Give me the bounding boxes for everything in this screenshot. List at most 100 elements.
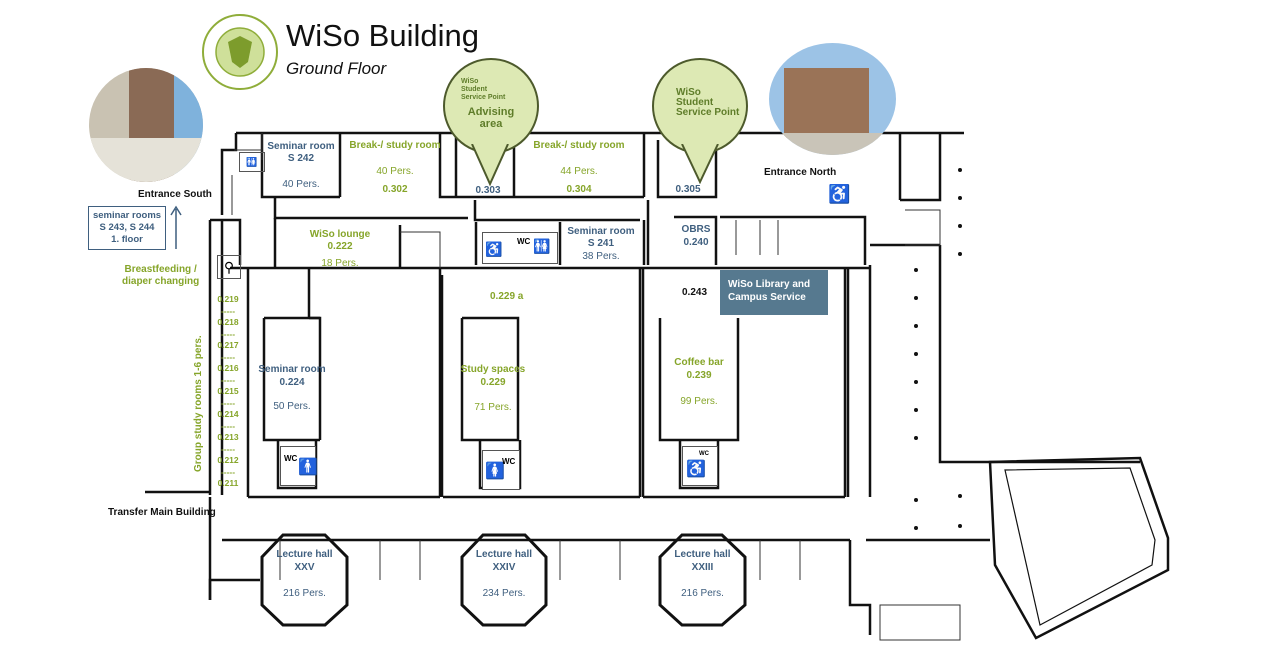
group-room-code: 0.212 xyxy=(217,455,239,465)
obrs-name: OBRS xyxy=(681,224,711,235)
wheelchair-icon: ♿ xyxy=(686,461,706,478)
room-s241-code: S 241 xyxy=(587,238,615,249)
wc-label: WC xyxy=(284,454,298,463)
library-line2: Campus Service xyxy=(728,292,806,303)
group-room-separator: ----- xyxy=(220,466,236,477)
wc-label: WC xyxy=(517,237,531,246)
room-304-name: Break-/ study room xyxy=(533,140,625,151)
group-room-separator: ----- xyxy=(220,443,236,454)
advising-area-label: Advising area xyxy=(467,106,515,130)
hall-xxv-code: XXV xyxy=(294,562,315,573)
logo-line-3: Service Point xyxy=(676,107,740,118)
room-s242-name: Seminar room xyxy=(267,141,335,152)
breastfeeding-line1: Breastfeeding / xyxy=(124,264,197,275)
group-room-separator: ----- xyxy=(220,420,236,431)
room-s241-name: Seminar room xyxy=(567,226,635,237)
wc-accessible-restroom: ♿ WC 🚻 xyxy=(482,232,558,264)
group-room-separator: ----- xyxy=(220,305,236,316)
room-s242-capacity: 40 Pers. xyxy=(282,179,320,190)
entrance-north-photo xyxy=(769,43,896,155)
room-243-code: 0.243 xyxy=(682,287,708,298)
room-305-code: 0.305 xyxy=(675,184,701,195)
wheelchair-icon: ♿ xyxy=(485,241,503,257)
obrs-code: 0.240 xyxy=(683,237,709,248)
wc-label: WC xyxy=(502,457,516,466)
hall-xxv-capacity: 216 Pers. xyxy=(283,588,326,599)
room-302-capacity: 40 Pers. xyxy=(376,166,414,177)
hall-xxiii-code: XXIII xyxy=(691,562,714,573)
page-subtitle: Ground Floor xyxy=(286,59,387,78)
entrance-south-label: Entrance South xyxy=(138,189,212,200)
group-room-code: 0.211 xyxy=(217,478,239,488)
room-304-capacity: 44 Pers. xyxy=(560,166,598,177)
advising-area-bubble: WiSo Student Service Point Advising area xyxy=(443,58,539,154)
group-room-code: 0.217 xyxy=(217,340,239,350)
column-dots xyxy=(914,168,962,530)
hall-xxiv-code: XXIV xyxy=(492,562,516,573)
logo-line-2: Student xyxy=(461,86,488,93)
transfer-main-building-label: Transfer Main Building xyxy=(108,507,216,518)
group-room-code: 0.216 xyxy=(217,363,239,373)
woman-icon: 🚺 xyxy=(485,463,505,480)
wc-women: 🚺 WC xyxy=(482,450,520,490)
room-224-name: Seminar room xyxy=(258,364,326,375)
seminar-box-line1: seminar rooms xyxy=(92,210,162,221)
advising-bubble-pointer xyxy=(471,144,509,186)
hall-xxiii-capacity: 216 Pers. xyxy=(681,588,724,599)
service-bubble-pointer xyxy=(681,144,719,184)
logo-line-3: Service Point xyxy=(461,94,506,101)
wiso-lounge-capacity: 18 Pers. xyxy=(321,258,359,269)
logo-line-1: WiSo xyxy=(676,87,701,98)
group-room-code: 0.213 xyxy=(217,432,239,442)
entrance-south-photo xyxy=(89,68,203,182)
baby-changing-icon: ⚲ xyxy=(217,255,241,279)
group-room-code: 0.214 xyxy=(217,409,239,419)
group-room-code: 0.215 xyxy=(217,386,239,396)
coffee-bar-name: Coffee bar xyxy=(674,357,724,368)
wc-men: WC 🚹 xyxy=(280,446,318,486)
room-229a-code: 0.229 a xyxy=(490,291,524,302)
group-room-separator: ----- xyxy=(220,374,236,385)
hall-xxiii-name: Lecture hall xyxy=(674,549,731,560)
group-room-separator: ----- xyxy=(220,397,236,408)
coffee-bar-capacity: 99 Pers. xyxy=(680,396,718,407)
wc-icon: 🚻 xyxy=(239,152,265,172)
room-s241-capacity: 38 Pers. xyxy=(582,251,620,262)
wiso-lounge-name: WiSo lounge xyxy=(309,229,371,240)
logo-line-2: Student xyxy=(676,97,714,108)
service-point-logo-text: WiSo Student Service Point xyxy=(676,88,739,118)
logo-line-1: WiSo xyxy=(461,78,479,85)
wc-label: WC xyxy=(699,451,709,457)
hall-xxiv-capacity: 234 Pers. xyxy=(482,588,526,599)
room-224-capacity: 50 Pers. xyxy=(273,401,311,412)
restroom-icon: 🚻 xyxy=(533,238,551,254)
entrance-north-label: Entrance North xyxy=(764,167,837,178)
group-room-code: 0.218 xyxy=(217,317,239,327)
hall-xxiv-name: Lecture hall xyxy=(475,549,533,560)
seminar-box-line2: S 243, S 244 xyxy=(99,222,155,233)
breastfeeding-label: Breastfeeding / diaper changing xyxy=(122,264,199,288)
upstairs-seminar-rooms-box: seminar rooms S 243, S 244 1. floor xyxy=(88,206,166,250)
room-302-code: 0.302 xyxy=(382,184,408,195)
library-line1: WiSo Library and xyxy=(728,279,811,290)
group-study-room-list: 0.219 ----- 0.218 ----- 0.217 ----- 0.21… xyxy=(212,294,244,490)
wiso-lounge-code: 0.222 xyxy=(327,241,353,252)
room-224-code: 0.224 xyxy=(279,377,305,388)
page-title: WiSo Building xyxy=(286,18,479,53)
room-303-code: 0.303 xyxy=(475,185,501,196)
room-229-name: Study spaces xyxy=(460,364,526,375)
breastfeeding-line2: diaper changing xyxy=(122,276,200,287)
room-304-code: 0.304 xyxy=(566,184,592,195)
faculty-logo xyxy=(202,14,278,90)
hall-xxv-name: Lecture hall xyxy=(276,549,333,560)
group-room-separator: ----- xyxy=(220,351,236,362)
student-service-logo-text: WiSo Student Service Point xyxy=(461,78,505,102)
room-229-capacity: 71 Pers. xyxy=(474,402,512,413)
wc-accessible: ♿ WC xyxy=(682,446,718,486)
up-arrow-icon xyxy=(170,205,182,249)
group-room-code: 0.219 xyxy=(217,294,239,304)
room-s242-code: S 242 xyxy=(287,153,315,164)
room-302-name: Break-/ study room xyxy=(349,140,441,151)
